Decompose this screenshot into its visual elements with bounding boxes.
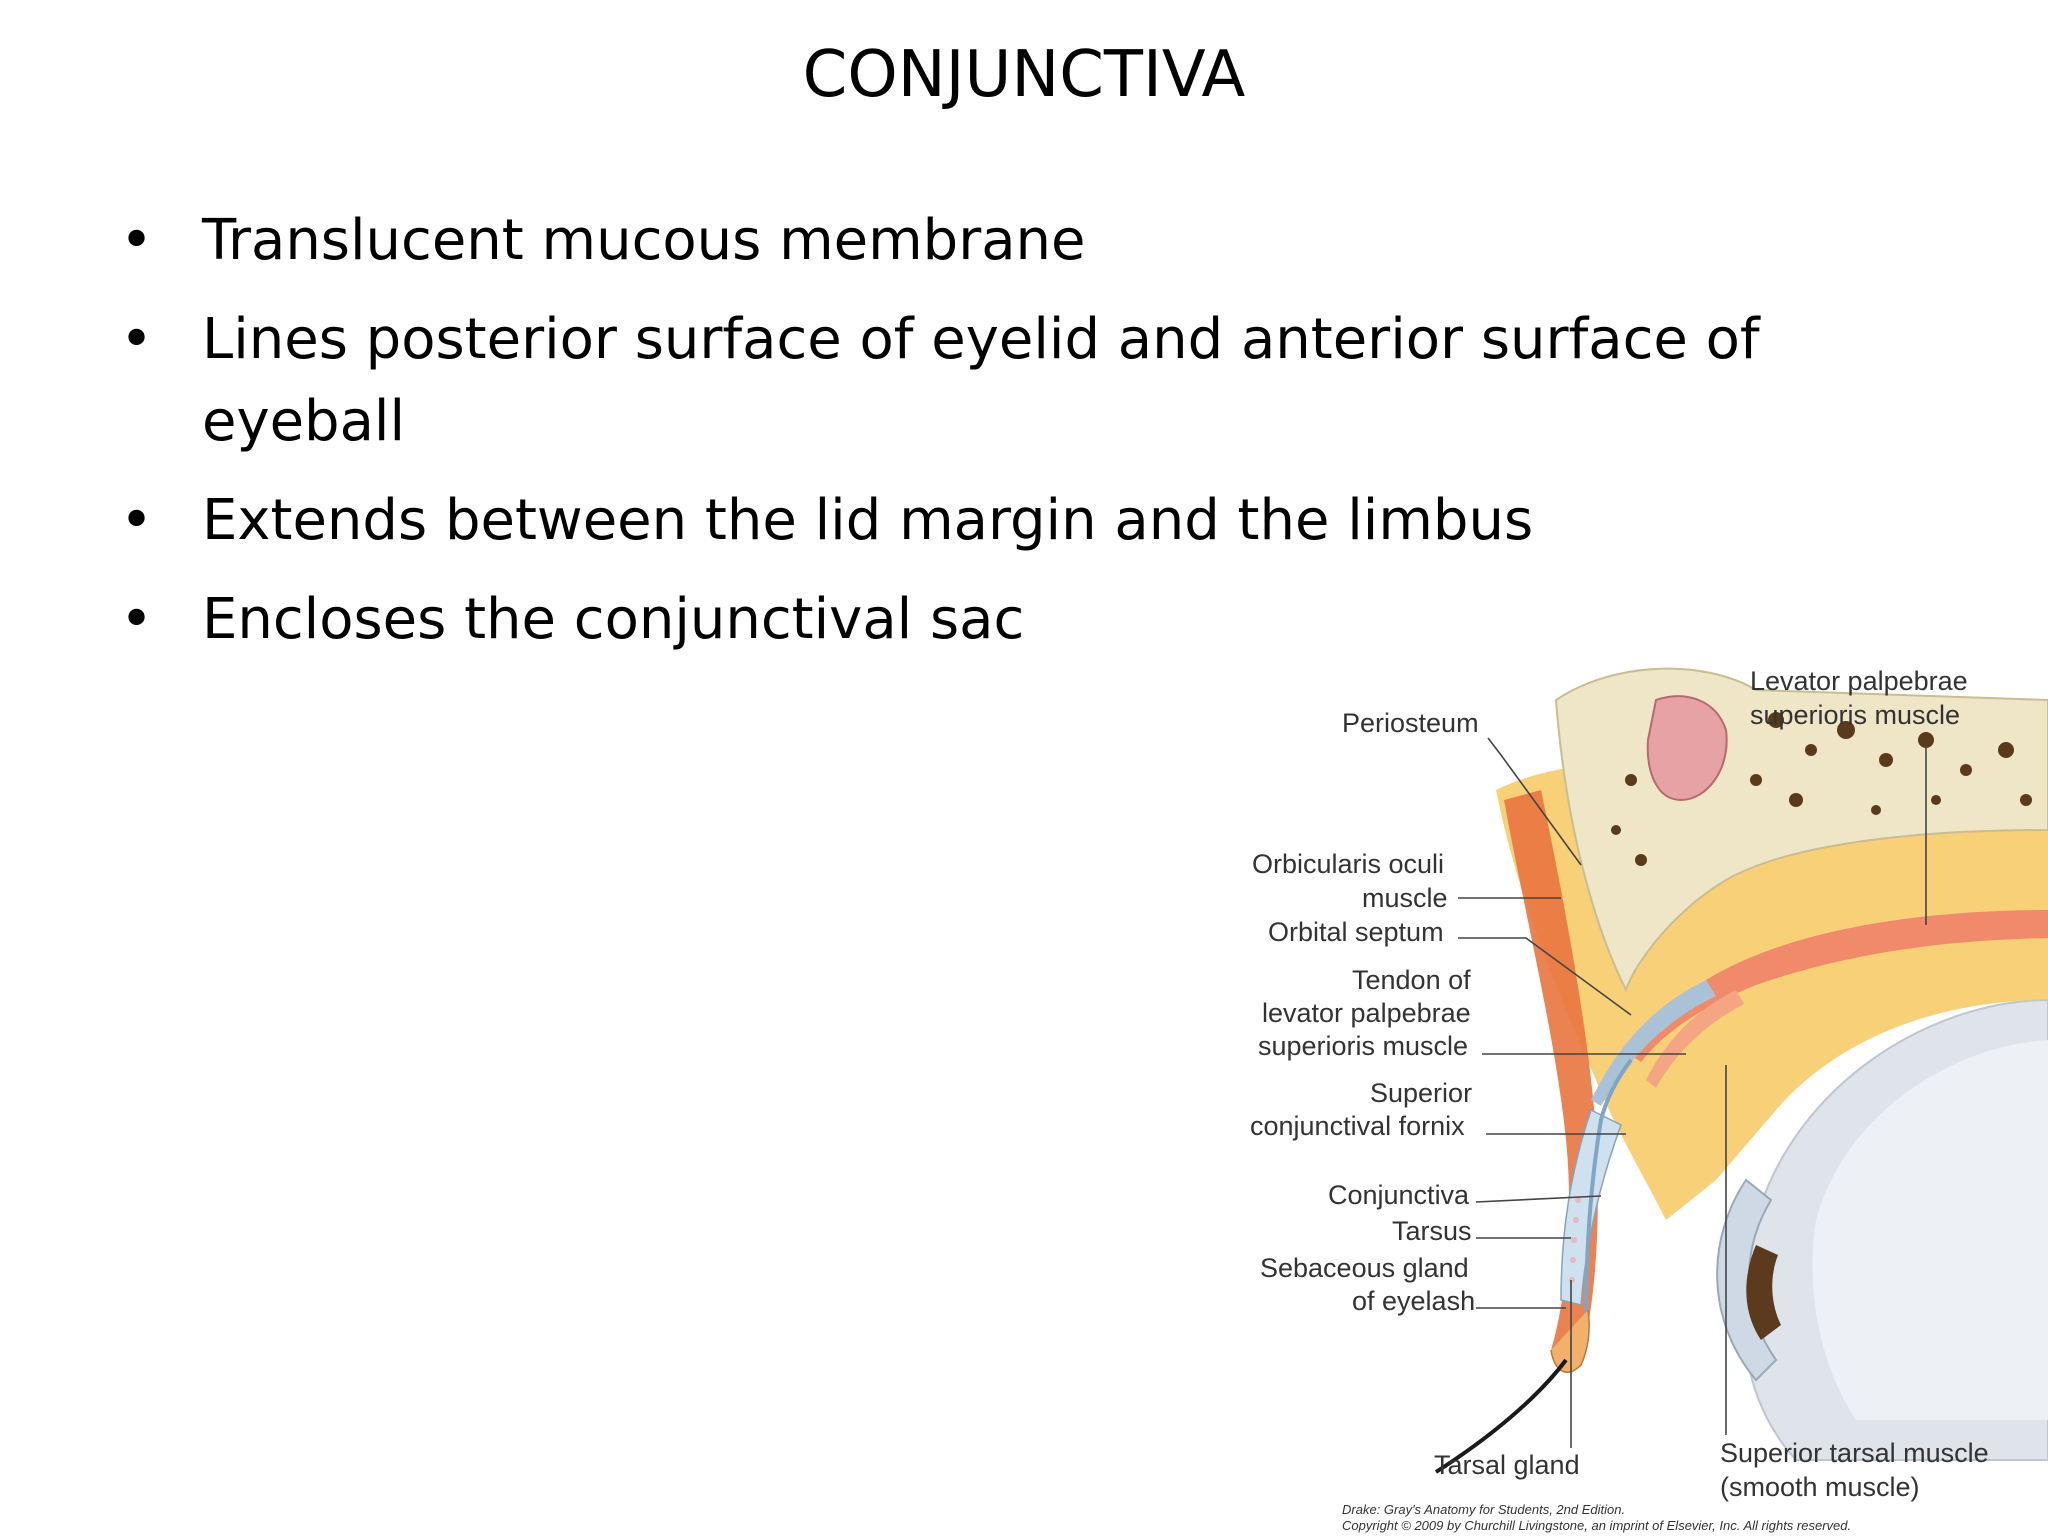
bullet-glyph: • xyxy=(120,488,154,553)
bullet-text-continuation: eyeball xyxy=(202,389,406,454)
label-periosteum: Periosteum xyxy=(1342,708,1479,738)
label-tendon-2: levator palpebrae xyxy=(1262,998,1471,1028)
label-levator-1: Levator palpebrae xyxy=(1750,666,1968,696)
label-orbicularis-2: muscle xyxy=(1362,883,1448,913)
bullet-glyph: • xyxy=(120,587,154,652)
label-superior-tarsal-2: (smooth muscle) xyxy=(1720,1472,1920,1502)
bullet-text: Encloses the conjunctival sac xyxy=(202,587,1025,652)
bone-marrow-spots xyxy=(1611,712,2032,866)
label-fornix-2: conjunctival fornix xyxy=(1250,1111,1465,1141)
bullet-item: • Encloses the conjunctival sac xyxy=(120,579,1820,661)
label-fornix-1: Superior xyxy=(1370,1078,1472,1108)
eyelid-anatomy-figure: Levator palpebrae superioris muscle Peri… xyxy=(1236,660,2048,1536)
label-tendon-3: superioris muscle xyxy=(1258,1031,1468,1061)
eyelid-margin xyxy=(1550,1309,1590,1373)
leader-orbital-septum xyxy=(1458,937,1632,1016)
levator-muscle xyxy=(1631,910,2048,1062)
label-tendon-1: Tendon of xyxy=(1352,965,1471,995)
eyelash xyxy=(1434,1358,1568,1474)
bullet-text: Lines posterior surface of eyelid and an… xyxy=(202,307,1760,372)
bullet-glyph: • xyxy=(120,307,154,372)
cornea xyxy=(1716,1178,1778,1382)
label-sebaceous-1: Sebaceous gland xyxy=(1260,1253,1469,1283)
figure-credit-2: Copyright © 2009 by Churchill Livingston… xyxy=(1342,1518,1851,1533)
label-tarsus: Tarsus xyxy=(1392,1216,1472,1246)
leader-periosteum xyxy=(1487,737,1582,866)
bullet-item: • Lines posterior surface of eyelid and … xyxy=(120,299,1820,463)
bullet-item: • Translucent mucous membrane xyxy=(120,200,1820,282)
superior-tarsal-muscle xyxy=(1646,990,1744,1088)
leader-conjunctiva xyxy=(1475,1195,1602,1203)
iris xyxy=(1746,1245,1781,1340)
tarsal-gland-dots xyxy=(1569,1197,1581,1283)
levator-tendon xyxy=(1591,980,1716,1106)
label-tarsal-gland: Tarsal gland xyxy=(1434,1450,1580,1480)
bullet-item: • Extends between the lid margin and the… xyxy=(120,480,1820,562)
label-conjunctiva: Conjunctiva xyxy=(1328,1180,1470,1210)
figure-credit-1: Drake: Gray's Anatomy for Students, 2nd … xyxy=(1342,1502,1625,1517)
label-orbital-septum: Orbital septum xyxy=(1268,917,1444,947)
eyeball-highlight xyxy=(1812,1040,2048,1420)
label-orbicularis-1: Orbicularis oculi xyxy=(1252,849,1444,879)
conjunctiva xyxy=(1584,1058,1633,1321)
label-superior-tarsal-1: Superior tarsal muscle xyxy=(1720,1438,1989,1468)
bullet-glyph: • xyxy=(120,208,154,273)
bullet-list: • Translucent mucous membrane • Lines po… xyxy=(120,200,1820,678)
label-levator-2: superioris muscle xyxy=(1750,700,1960,730)
bullet-text: Translucent mucous membrane xyxy=(202,208,1086,273)
frontal-sinus xyxy=(1646,695,1728,802)
slide-title: CONJUNCTIVA xyxy=(802,38,1246,112)
bullet-text: Extends between the lid margin and the l… xyxy=(202,488,1534,553)
eyelid-diagram: Levator palpebrae superioris muscle Peri… xyxy=(1250,666,2048,1533)
label-sebaceous-2: of eyelash xyxy=(1352,1286,1475,1316)
